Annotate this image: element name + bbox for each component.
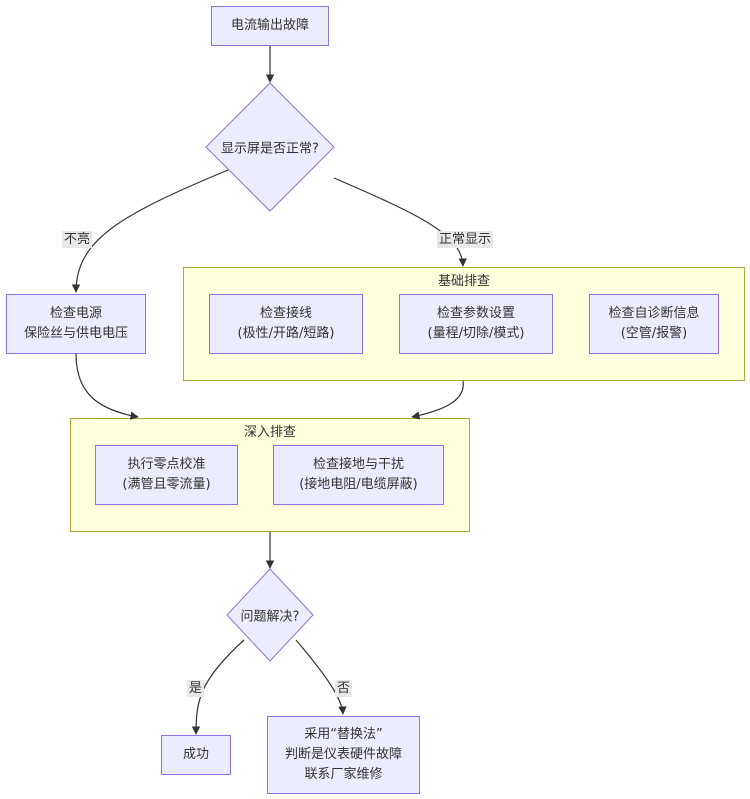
node-start: 电流输出故障 <box>211 6 329 46</box>
node-replace-line3: 联系厂家维修 <box>304 767 383 782</box>
node-diag-line1: 检查自诊断信息 <box>608 306 700 321</box>
node-replace-line1: 采用“替换法” <box>304 727 383 742</box>
node-ground-line2: (接地电阻/电缆屏蔽) <box>299 477 418 492</box>
node-ground-line1: 检查接地与干扰 <box>312 457 404 472</box>
node-replace-line2: 判断是仪表硬件故障 <box>284 747 402 762</box>
node-power-line1: 检查电源 <box>49 306 102 321</box>
cluster-deep-title: 深入排查 <box>243 425 296 440</box>
decision-solved-label: 问题解决? <box>240 609 300 625</box>
edge-display-to-power <box>71 169 229 293</box>
node-param-line2: (量程/切除/模式) <box>427 326 525 341</box>
decision-solved-shape <box>226 568 314 662</box>
node-wiring-line1: 检查接线 <box>259 306 312 321</box>
edge-display-to-basic <box>333 177 467 267</box>
edge-power-to-deep <box>75 353 139 420</box>
node-power-check: 检查电源 保险丝与供电电压 <box>6 294 146 354</box>
edge-basic-to-deep <box>411 380 464 420</box>
decision-display: 显示屏是否正常? <box>205 82 335 212</box>
node-wiring-line2: (极性/开路/短路) <box>237 326 335 341</box>
edge-solved-to-replace <box>295 639 347 715</box>
node-wiring-check: 检查接线 (极性/开路/短路) <box>209 294 363 354</box>
node-success-label: 成功 <box>182 747 209 762</box>
decision-display-shape <box>205 82 335 212</box>
cluster-basic-title: 基础排查 <box>437 274 490 289</box>
edge-label-normal-display: 正常显示 <box>437 231 494 248</box>
node-success: 成功 <box>161 735 231 775</box>
node-param-line1: 检查参数设置 <box>436 306 515 321</box>
node-ground-check: 检查接地与干扰 (接地电阻/电缆屏蔽) <box>273 445 444 505</box>
node-diag-line2: (空管/报警) <box>620 326 688 341</box>
node-param-check: 检查参数设置 (量程/切除/模式) <box>399 294 553 354</box>
node-zero-calibration: 执行零点校准 (满管且零流量) <box>95 445 238 505</box>
node-replace-method: 采用“替换法” 判断是仪表硬件故障 联系厂家维修 <box>267 716 420 794</box>
node-zero-line1: 执行零点校准 <box>127 457 206 472</box>
node-zero-line2: (满管且零流量) <box>122 477 211 492</box>
edge-label-no: 否 <box>335 680 353 697</box>
decision-solved: 问题解决? <box>226 568 314 662</box>
node-power-line2: 保险丝与供电电压 <box>23 326 128 341</box>
edge-label-not-lit: 不亮 <box>62 231 93 248</box>
decision-display-label: 显示屏是否正常? <box>221 141 319 157</box>
node-start-label: 电流输出故障 <box>230 18 309 33</box>
edge-label-yes: 是 <box>187 680 205 697</box>
node-diag-check: 检查自诊断信息 (空管/报警) <box>589 294 719 354</box>
